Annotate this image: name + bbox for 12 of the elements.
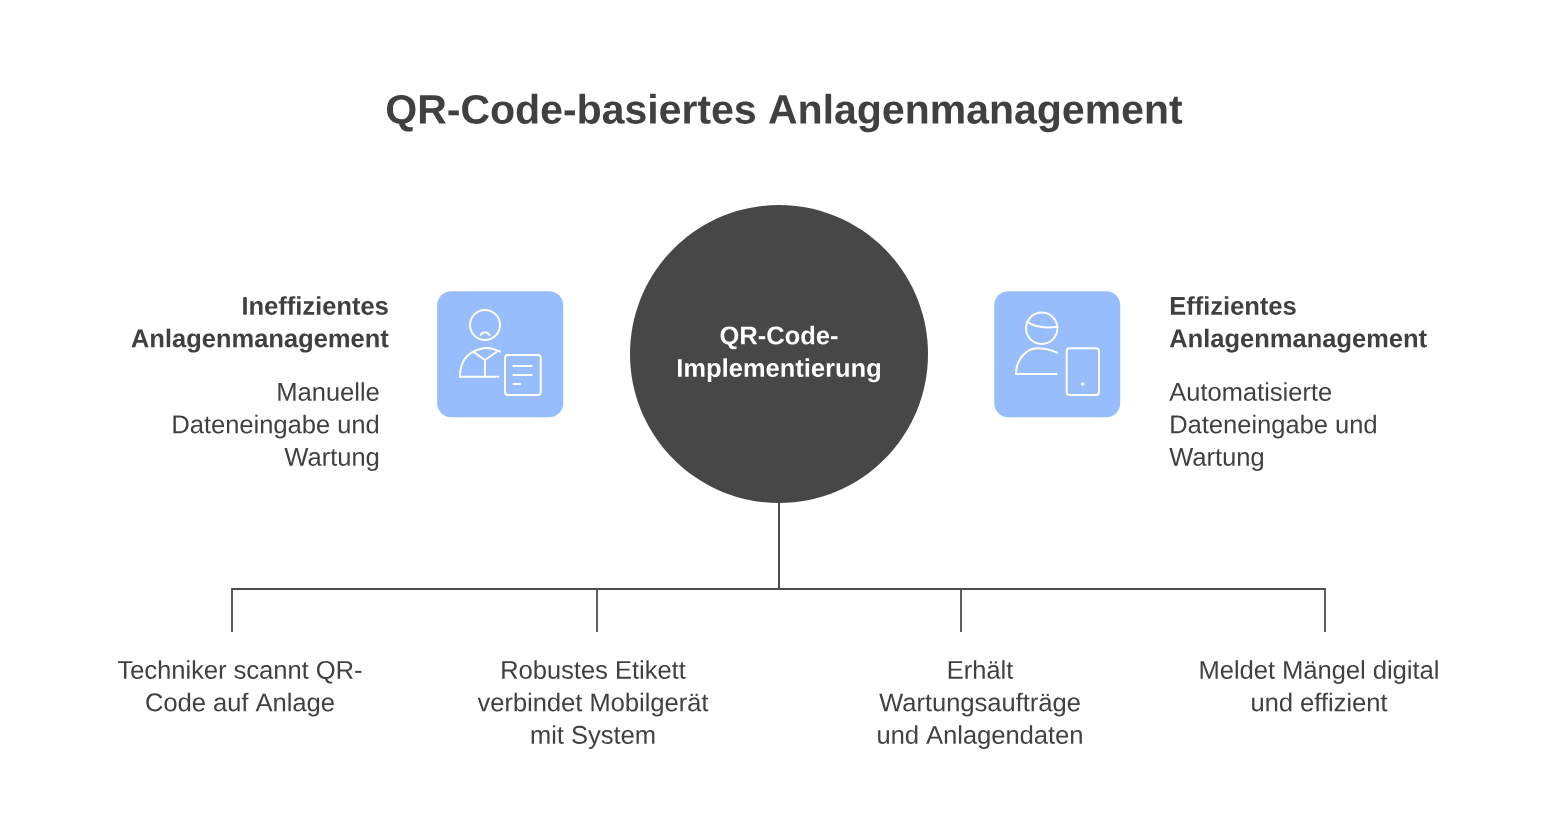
heading: Ineffizientes Anlagenmanagement xyxy=(131,296,389,353)
branch-label: Techniker scannt QR- Code auf Anlage xyxy=(118,660,362,717)
person-document-icon xyxy=(437,291,564,418)
description: Automatisierte Dateneingabe und Wartung xyxy=(1169,382,1376,471)
connector-line xyxy=(778,502,1326,633)
heading: Effizientes Anlagenmanagement xyxy=(1169,296,1427,353)
branch-label: Robustes Etikett verbindet Mobilgerät mit System xyxy=(477,660,709,749)
description: Manuelle Dateneingabe und Wartung xyxy=(173,382,379,471)
branch-label: Erhält Wartungsaufträge und Anlagendaten xyxy=(878,660,1082,749)
person-phone-icon xyxy=(994,291,1121,418)
branch-label: Meldet Mängel digital und effizient xyxy=(1200,660,1438,712)
title: QR-Code-basiertes Anlagenmanagement xyxy=(387,93,1183,133)
